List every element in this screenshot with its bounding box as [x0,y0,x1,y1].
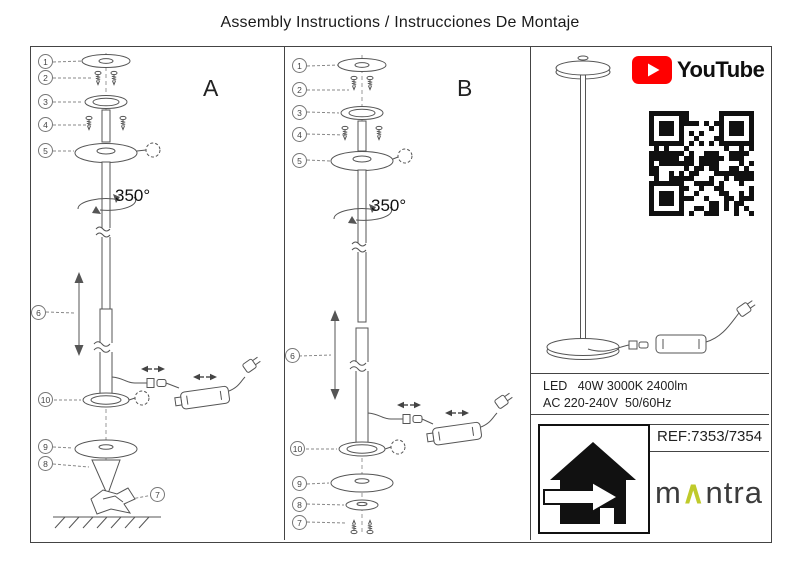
exploded-diagram-b [298,55,513,535]
divider-b-info [530,47,531,540]
callout-3-a: 3 [38,94,53,109]
mantra-logo-pre: m [655,475,682,510]
callout-10-a: 10 [38,392,53,407]
mantra-logo: m∧ntra [655,475,763,511]
rotation-arrows-b [333,204,393,224]
callout-4-b: 4 [292,127,307,142]
callout-1-b: 1 [292,58,307,73]
plug-icon-a [242,356,261,373]
driver-box-a [174,385,231,410]
callout-1-a: 1 [38,54,53,69]
plug-icon-b [494,392,513,409]
callout-9-b: 9 [292,476,307,491]
divider-a-b [284,47,285,540]
rotation-label-b: 350° [371,196,407,215]
panel-a: A 350° 1 2 3 4 5 6 10 9 8 7 [31,47,284,540]
callout-7-b: 7 [292,515,307,530]
ref-cell-top-line [650,424,769,425]
indoor-use-box [538,424,650,534]
info-column: YouTube LED 40W 3000K 2400lm AC 220-240V… [531,47,769,540]
callout-2-a: 2 [38,70,53,85]
rotation-arrows-a [77,194,137,214]
page-title: Assembly Instructions / Instrucciones De… [220,14,580,31]
callout-3-b: 3 [292,105,307,120]
diagram-frame: A 350° 1 2 3 4 5 6 10 9 8 7 [30,46,772,543]
callout-6-a: 6 [31,305,46,320]
callout-8-a: 8 [38,456,53,471]
driver-box-b [426,421,483,446]
driver-box-illustration [655,334,707,354]
panel-b-label: B [457,75,473,101]
callout-5-b: 5 [292,153,307,168]
ref-cell-bottom-line [650,451,769,452]
callout-9-a: 9 [38,439,53,454]
callout-5-a: 5 [38,143,53,158]
ref-number: REF:7353/7354 [657,428,763,445]
exploded-diagram-a [45,53,261,529]
mantra-logo-post: ntra [705,475,763,510]
spec-line-1: LED 40W 3000K 2400lm [543,379,688,393]
youtube-label: YouTube [677,57,765,82]
callout-6-b: 6 [285,348,300,363]
panel-b: B 350° 1 2 3 4 5 6 10 9 8 7 [285,47,530,540]
house-arrow-icon [543,442,636,524]
plug-icon-illustration [736,300,756,317]
callout-8-b: 8 [292,497,307,512]
spec-panel: LED 40W 3000K 2400lm AC 220-240V 50/60Hz [531,373,769,415]
callout-2-b: 2 [292,82,307,97]
panel-a-label: A [203,75,219,101]
mantra-caret-icon: ∧ [681,475,706,510]
rotation-label-a: 350° [115,186,151,205]
qr-code [649,111,754,216]
callout-10-b: 10 [290,441,305,456]
callout-7-a: 7 [150,487,165,502]
lamp-illustration [546,55,756,360]
floor-hatching-a [54,516,150,529]
youtube-logo: YouTube [632,56,765,84]
callout-4-a: 4 [38,117,53,132]
spec-line-2: AC 220-240V 50/60Hz [543,396,672,410]
youtube-play-icon [632,56,672,84]
